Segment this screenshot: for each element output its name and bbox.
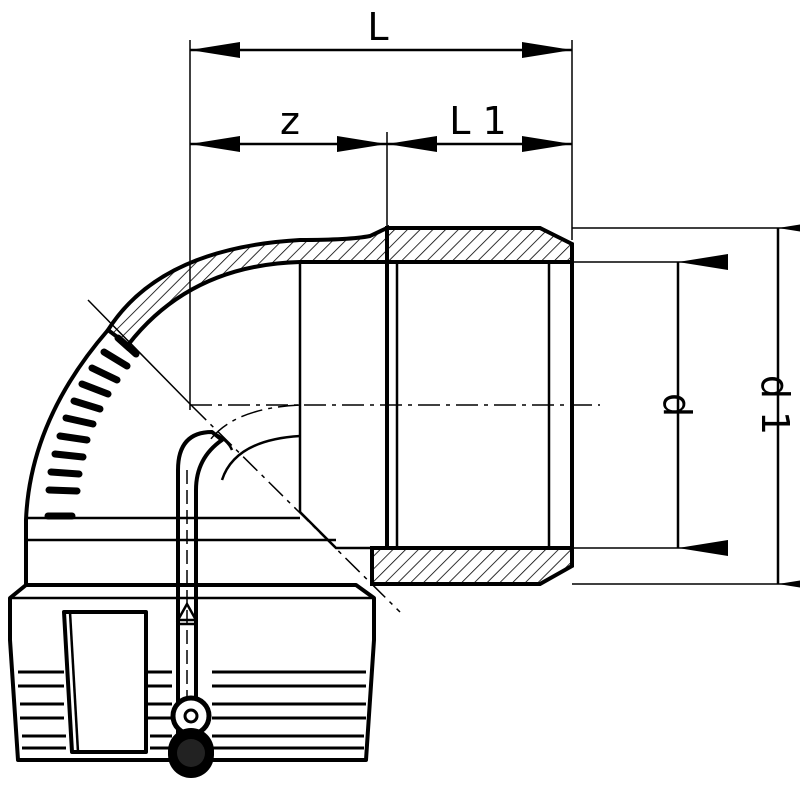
fusion-indicator-inner xyxy=(177,739,205,767)
lower-spigot xyxy=(8,430,376,778)
inner-bend-curve xyxy=(220,434,301,481)
bend-center-line xyxy=(209,404,301,441)
center-lines xyxy=(190,404,600,441)
wire-channel-tip xyxy=(211,430,234,451)
label-d1: d 1 xyxy=(753,375,797,435)
label-L1: L 1 xyxy=(449,99,506,143)
terminal-window-edge xyxy=(68,611,80,753)
label-z: z xyxy=(280,99,300,143)
lower-socket-edge xyxy=(299,511,372,550)
socket-section xyxy=(370,226,574,586)
cut-line-diagonal xyxy=(191,405,401,613)
heating-wire-slots xyxy=(44,334,140,520)
spigot-outline xyxy=(8,583,376,762)
elbow-outer-wall xyxy=(105,224,389,348)
label-L: L xyxy=(367,5,388,49)
cut-line-upper xyxy=(87,299,193,407)
socket-bottom-wall xyxy=(370,546,574,586)
terminal-pin-center xyxy=(183,708,199,724)
label-d: d xyxy=(655,393,699,417)
socket-top-wall xyxy=(385,226,574,264)
terminal-window xyxy=(62,610,148,754)
elbow-outer-contour xyxy=(24,328,110,585)
dimension-lines xyxy=(189,40,800,592)
elbow-body xyxy=(24,224,401,613)
indicator-triangle-icon xyxy=(175,601,199,622)
dimension-labels: L z L 1 d d 1 xyxy=(280,5,797,435)
